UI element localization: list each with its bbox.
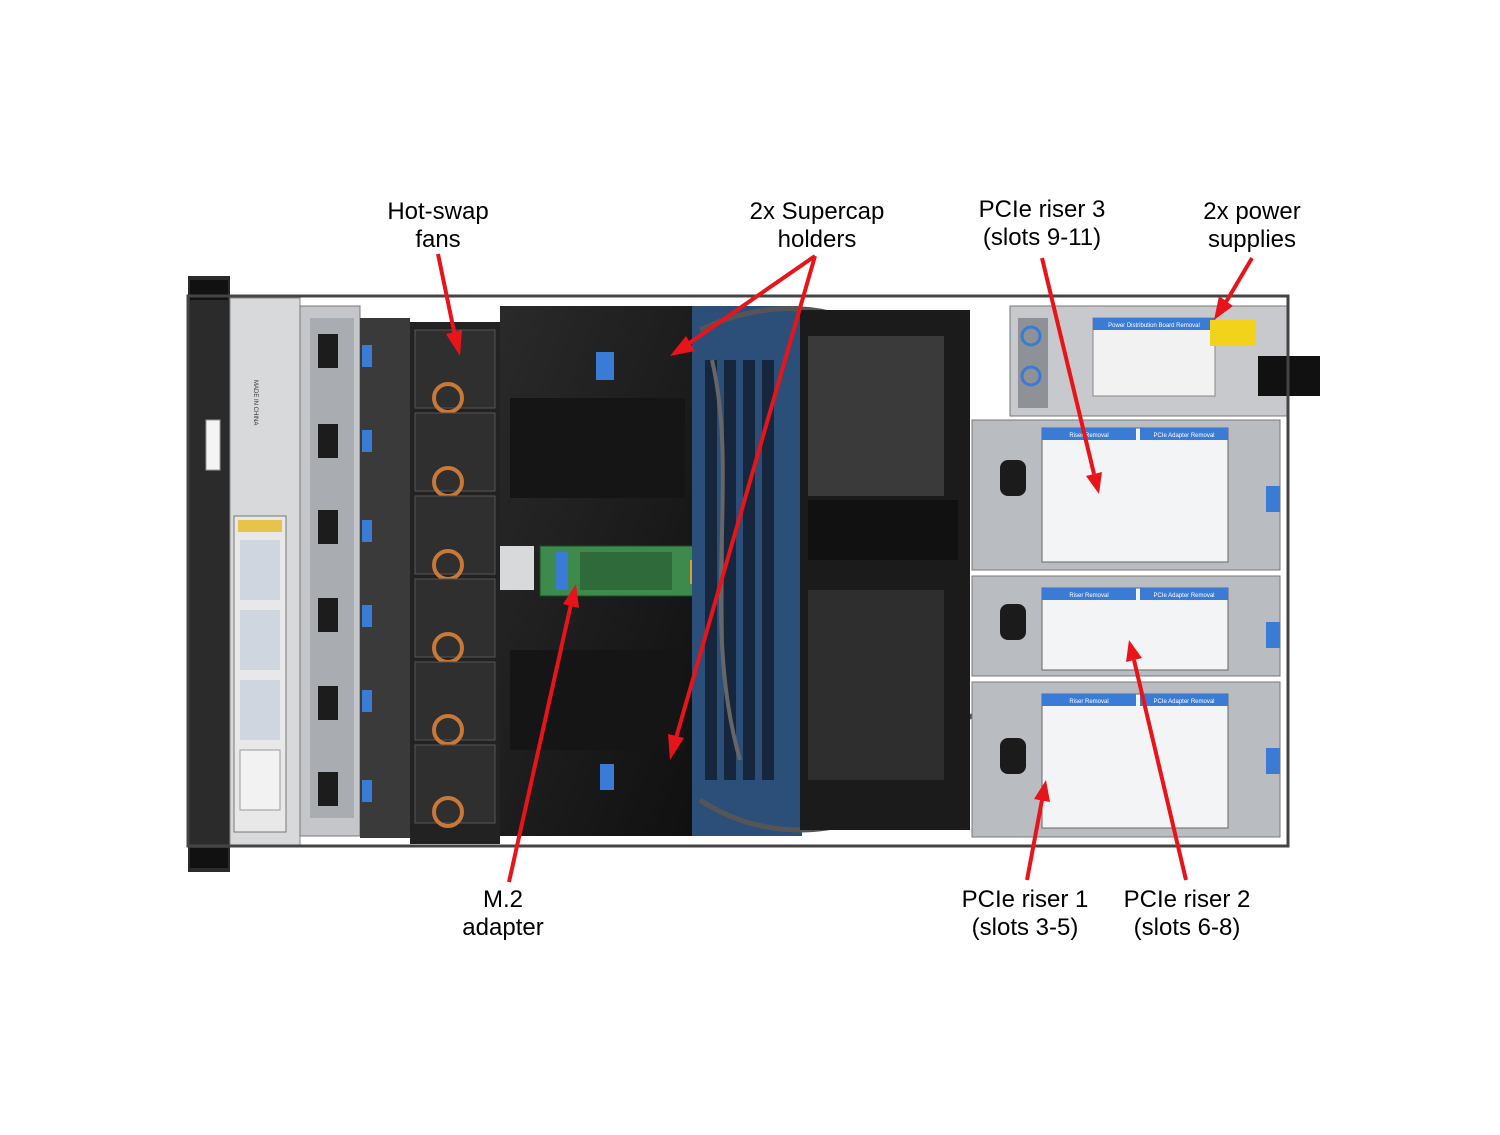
pcie-riser-2: Riser Removal PCIe Adapter Removal [971,575,1281,677]
label-hot-swap-fans: Hot-swap fans [387,198,488,254]
label-hot-swap-fans-line1: Hot-swap [387,198,489,225]
arrow-hot-swap-fans [436,253,462,356]
callout-arrows [436,253,1254,883]
riser1-adapter-text: PCIe Adapter Removal [1153,699,1214,705]
label-m2-line1: M.2 [482,886,523,913]
arrow-riser-1 [1025,780,1050,881]
label-riser2-line1: PCIe riser 2 [1123,886,1251,913]
arrow-power-supplies [1214,256,1254,320]
label-power-supplies: 2x power supplies [1203,198,1300,254]
pcie-riser-3: Riser Removal PCIe Adapter Removal [971,419,1281,571]
label-riser2-line2: (slots 6-8) [1133,914,1241,941]
m2-adapter-board [539,545,717,597]
riser3-removal-text: Riser Removal [1069,433,1108,439]
label-pcie-riser-3: PCIe riser 3 (slots 9-11) [979,196,1106,252]
riser1-removal-text: Riser Removal [1069,699,1108,705]
cpu-air-duct [800,310,970,830]
label-riser1-line2: (slots 3-5) [971,914,1079,941]
fan-bank [410,322,500,844]
arrow-riser-2 [1126,640,1188,881]
label-m2-adapter: M.2 adapter [462,886,543,942]
pdb-label-text: Power Distribution Board Removal [1108,323,1200,329]
arrow-supercap-bottom [668,255,817,760]
label-hot-swap-fans-line2: fans [415,226,461,253]
label-supercap-holders: 2x Supercap holders [750,198,885,254]
label-power-line1: 2x power [1203,198,1301,225]
riser3-adapter-text: PCIe Adapter Removal [1153,433,1214,439]
riser2-removal-text: Riser Removal [1069,593,1108,599]
label-riser3-line1: PCIe riser 3 [978,196,1106,223]
label-supercap-line2: holders [777,226,857,253]
drive-backplane [310,318,410,838]
arrow-riser-3 [1040,257,1102,494]
bezel-made-in-label: MADE IN CHINA [252,380,258,426]
label-supercap-line1: 2x Supercap [749,198,885,225]
chassis-outline [186,294,1290,848]
pcie-riser-1: Riser Removal PCIe Adapter Removal [971,681,1281,838]
label-pcie-riser-1: PCIe riser 1 (slots 3-5) [962,886,1089,942]
label-riser1-line1: PCIe riser 1 [961,886,1089,913]
arrow-supercap-top [670,254,817,356]
label-m2-line2: adapter [462,914,544,941]
label-pcie-riser-2: PCIe riser 2 (slots 6-8) [1124,886,1251,942]
riser2-adapter-text: PCIe Adapter Removal [1153,593,1214,599]
label-riser3-line2: (slots 9-11) [982,224,1102,251]
label-power-line2: supplies [1207,226,1297,253]
arrow-m2-adapter [507,584,579,883]
